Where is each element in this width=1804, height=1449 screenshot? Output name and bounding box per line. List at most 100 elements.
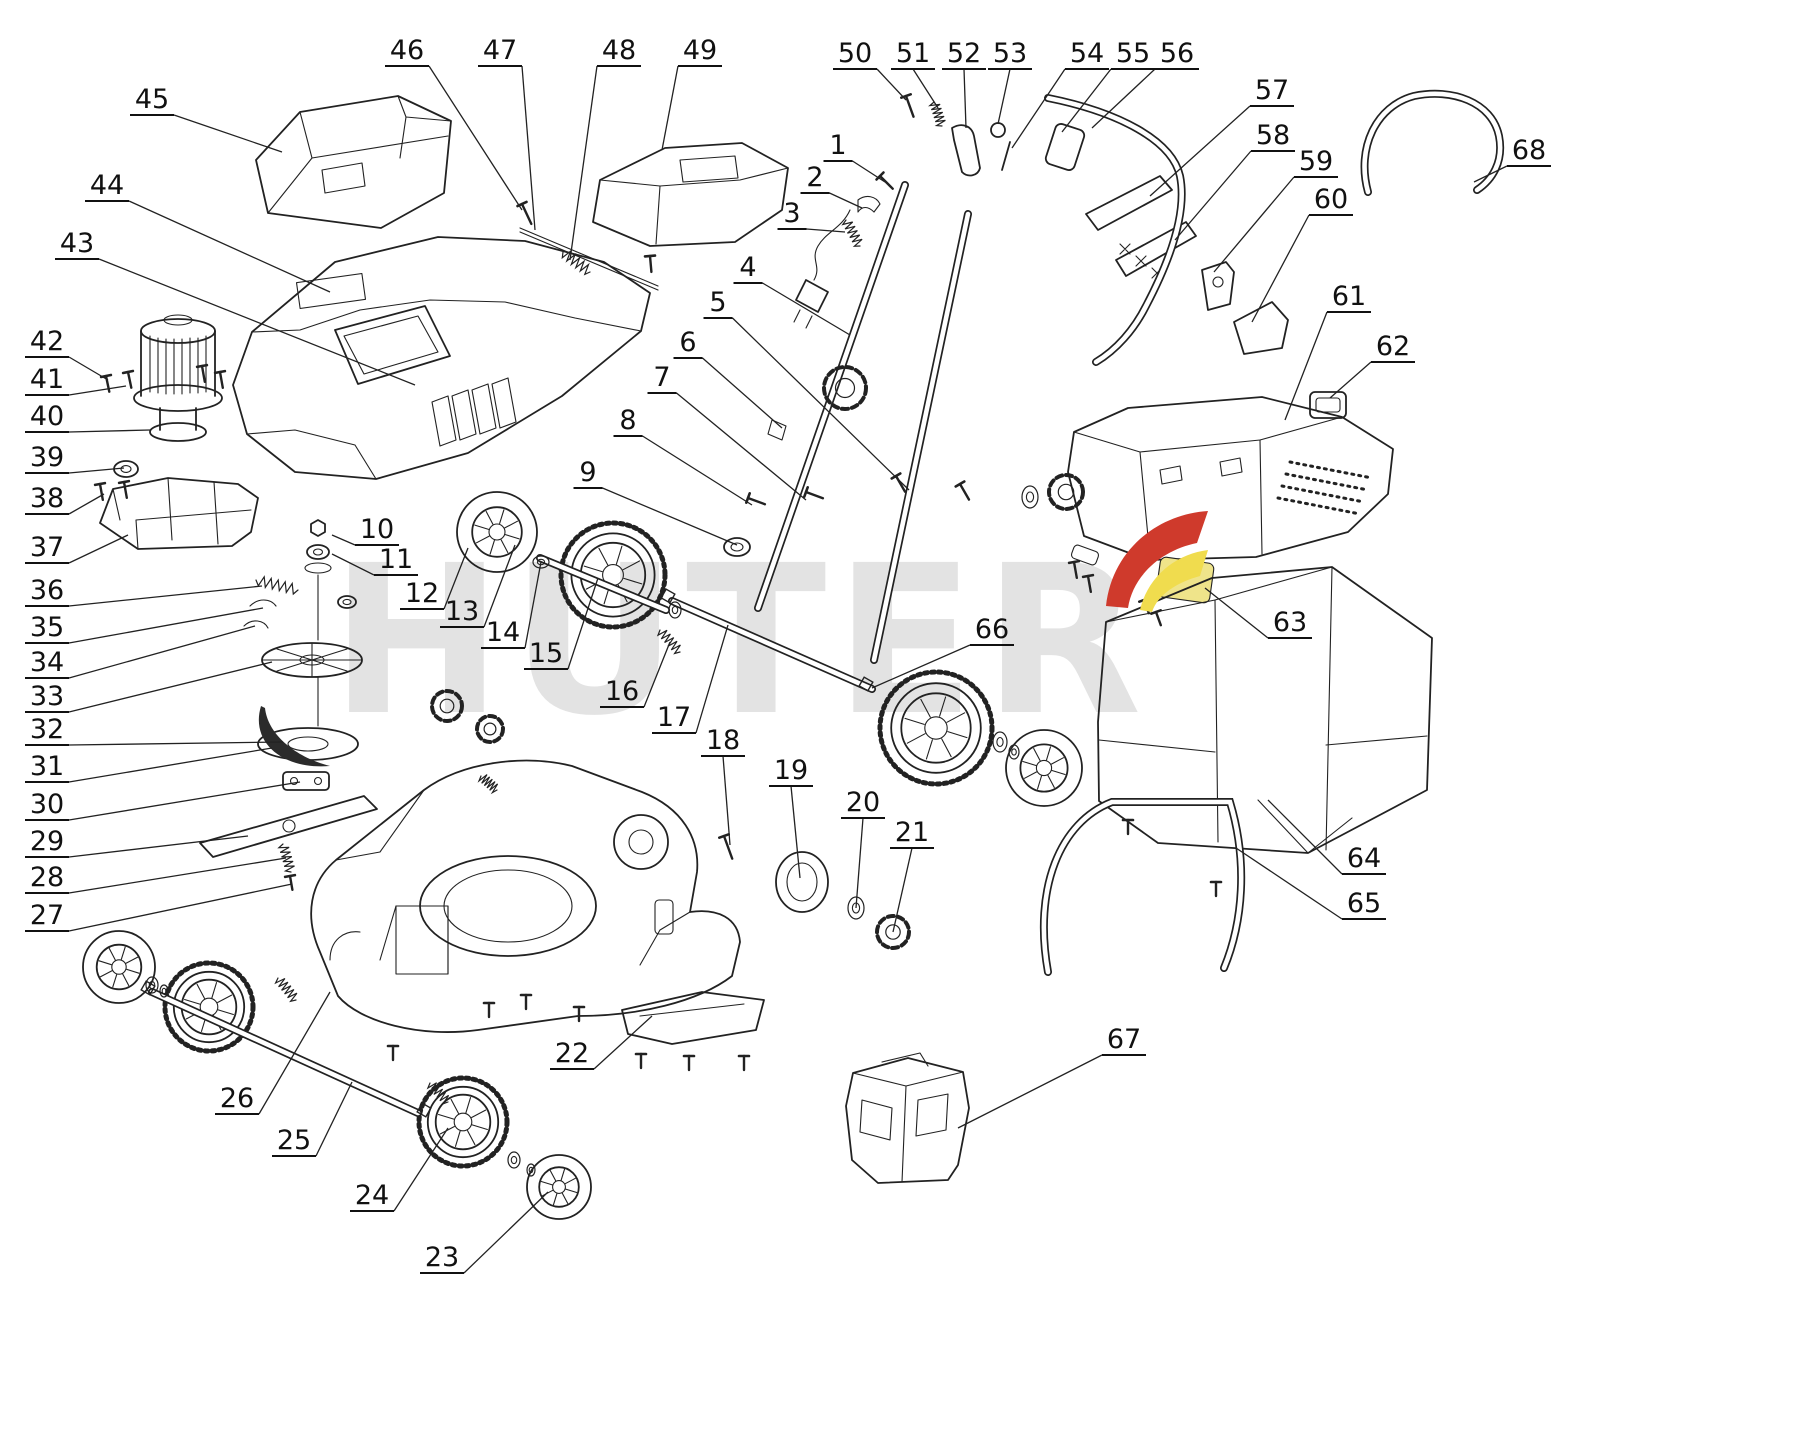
part-label-59: 59 — [1299, 146, 1333, 177]
part-top-cover — [592, 142, 789, 247]
part-deck — [310, 759, 741, 1033]
part-label-7: 7 — [653, 362, 670, 393]
part-label-8: 8 — [619, 405, 636, 436]
part-switch-group — [951, 122, 1086, 177]
leader-line-32 — [68, 741, 284, 746]
leader-line-6 — [702, 357, 783, 429]
leader-line-30 — [68, 781, 301, 821]
leader-lines — [68, 65, 1508, 1274]
leader-line-2 — [829, 192, 863, 209]
part-label-25: 25 — [277, 1125, 311, 1156]
leader-line-10 — [331, 534, 356, 546]
part-label-50: 50 — [838, 38, 872, 69]
part-label-42: 42 — [30, 326, 64, 357]
leader-line-25 — [315, 1081, 353, 1157]
leader-line-58 — [1174, 150, 1252, 241]
part-label-18: 18 — [706, 725, 740, 756]
watermark-text: HUTER — [330, 521, 1150, 761]
leader-line-46 — [428, 65, 523, 211]
part-small-brackets — [1201, 261, 1347, 419]
part-label-5: 5 — [709, 287, 726, 318]
part-label-43: 43 — [60, 228, 94, 259]
part-label-2: 2 — [806, 162, 823, 193]
leader-line-41 — [68, 385, 127, 396]
generated-parts — [82, 89, 1505, 1220]
part-label-68: 68 — [1512, 135, 1546, 166]
part-label-39: 39 — [30, 442, 64, 473]
leader-line-47 — [521, 65, 536, 231]
part-label-64: 64 — [1347, 843, 1381, 874]
part-wheel-cap-ring — [775, 851, 829, 913]
leader-line-12 — [443, 547, 469, 610]
leader-line-64 — [1267, 799, 1343, 875]
leader-line-26 — [258, 991, 331, 1115]
part-label-22: 22 — [555, 1038, 589, 1069]
part-label-48: 48 — [602, 35, 636, 66]
part-label-28: 28 — [30, 862, 64, 893]
part-label-32: 32 — [30, 714, 64, 745]
leader-line-20 — [855, 817, 864, 909]
part-label-10: 10 — [360, 514, 394, 545]
part-label-35: 35 — [30, 612, 64, 643]
leader-line-57 — [1149, 105, 1251, 197]
leader-line-29 — [68, 835, 249, 858]
leader-line-45 — [173, 114, 283, 153]
leader-line-35 — [68, 607, 264, 644]
part-label-23: 23 — [425, 1242, 459, 1273]
part-label-20: 20 — [846, 787, 880, 818]
leader-line-9 — [602, 487, 738, 546]
part-battery-cover — [255, 95, 452, 229]
leader-line-39 — [68, 467, 125, 474]
part-label-45: 45 — [135, 84, 169, 115]
leader-line-56 — [1091, 68, 1156, 129]
leader-line-42 — [68, 356, 109, 381]
leader-line-27 — [68, 883, 293, 932]
leader-line-23 — [463, 1191, 549, 1274]
leader-line-37 — [68, 534, 129, 564]
leader-line-38 — [68, 493, 105, 515]
part-label-1: 1 — [829, 130, 846, 161]
part-label-53: 53 — [993, 38, 1027, 69]
leader-line-15 — [567, 577, 599, 670]
part-label-66: 66 — [975, 614, 1009, 645]
part-handle-plates — [1085, 175, 1197, 279]
leader-line-28 — [68, 857, 287, 894]
part-label-37: 37 — [30, 532, 64, 563]
part-label-52: 52 — [947, 38, 981, 69]
part-label-44: 44 — [90, 170, 124, 201]
part-label-11: 11 — [379, 544, 413, 575]
part-label-36: 36 — [30, 575, 64, 606]
leader-line-66 — [871, 644, 971, 689]
part-label-67: 67 — [1107, 1024, 1141, 1055]
leader-line-4 — [762, 282, 851, 336]
part-label-15: 15 — [529, 638, 563, 669]
leader-line-40 — [68, 429, 151, 433]
part-label-3: 3 — [783, 198, 800, 229]
leader-line-55 — [1061, 68, 1112, 133]
leader-line-14 — [524, 561, 542, 649]
part-label-62: 62 — [1376, 331, 1410, 362]
leader-line-17 — [695, 624, 729, 734]
part-label-16: 16 — [605, 676, 639, 707]
leader-line-36 — [68, 585, 263, 607]
leader-line-54 — [1011, 68, 1066, 149]
leader-line-11 — [331, 553, 375, 576]
leader-line-7 — [676, 392, 807, 501]
leader-line-31 — [68, 747, 273, 783]
part-labels: 1234567891011121314151617181920212223242… — [25, 35, 1551, 1274]
leader-line-13 — [483, 544, 516, 628]
part-label-60: 60 — [1314, 184, 1348, 215]
part-label-49: 49 — [683, 35, 717, 66]
part-label-55: 55 — [1116, 38, 1150, 69]
leader-line-60 — [1251, 214, 1310, 323]
part-label-12: 12 — [405, 578, 439, 609]
leader-line-48 — [569, 65, 598, 261]
part-label-57: 57 — [1255, 75, 1289, 106]
leader-line-34 — [68, 625, 256, 679]
part-label-47: 47 — [483, 35, 517, 66]
part-label-65: 65 — [1347, 888, 1381, 919]
leader-line-18 — [722, 755, 731, 846]
part-label-13: 13 — [445, 596, 479, 627]
